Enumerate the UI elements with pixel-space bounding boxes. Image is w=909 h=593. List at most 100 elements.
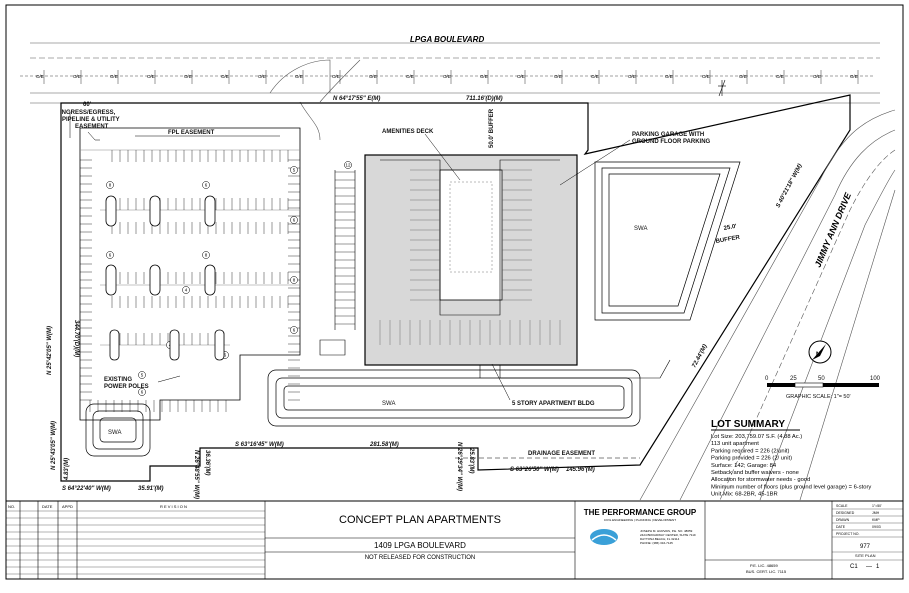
graphic-scale-label: GRAPHIC SCALE: 1"= 50' [786,394,851,400]
firm-detail-4: PHONE: (386) 316-7145 [640,541,673,545]
overhead-label: O/E [36,74,44,79]
overhead-label: O/E [517,74,525,79]
lot-summary-line: Lot Size: 203,759.07 S.F. (4.88 Ac.) [711,434,802,440]
rev-header-appd: APPD [62,504,73,509]
meta-label: DATE [836,525,846,529]
property-boundary [60,94,851,482]
rev-header-no: NO. [8,504,15,509]
overhead-label: O/E [813,74,821,79]
sheet-dash: — [866,564,872,570]
bus-cert: BUS. CERT. LIC. 7115 [746,569,787,574]
lot-summary-line: Allocation for stormwater needs - good [711,477,810,483]
swa-pond-east [594,161,741,321]
bearing-south-mid: S 63°16'45" W(M) [235,442,284,448]
pe-license: P.E. LIC. 48659 [750,563,779,568]
svg-text:N: N [816,352,820,358]
fpl-easement-label: FPL EASEMENT [168,130,215,136]
bearing-mid-vert: N 26°29'34" W(M) [456,442,462,491]
parking-count-marker [344,161,352,169]
lot-summary-line: Minimum number of floors (plus ground le… [711,484,871,490]
apartment-bldg-label: 5 STORY APARTMENT BLDG [512,401,595,407]
north-arrow-icon: N [808,340,832,364]
overhead-label: O/E [369,74,377,79]
graphic-scale [767,382,879,388]
buffer-50-label: 50.0' BUFFER [489,108,495,148]
easement-60-label: 60' [83,102,92,108]
bearing-mid-vert-dist: 25.83'(M) [468,447,474,473]
swa-east-label: SWA [634,226,647,232]
meta-value: KMP [872,518,880,522]
lot-summary-title: LOT SUMMARY [711,419,785,430]
parking-count: 6 [224,353,227,358]
bearing-south-right: S 63°26'50" W(M) [510,467,559,473]
overhead-label: O/E [221,74,229,79]
bearing-south-left-dist: 35.91'(M) [138,486,163,492]
swa-west-label: SWA [108,430,121,436]
meta-label: DESIGNED [836,511,855,515]
bearing-east: S 40°21'18" W(M) [775,163,803,209]
meta-label: SCALE [836,504,848,508]
parking-strip-center [319,170,356,356]
side-road-label: JIMMY ANN DRIVE [813,190,854,268]
lot-summary-line: Setback and buffer waivers - none [711,470,799,476]
parking-islands [105,195,225,361]
garage-stalls [379,169,561,345]
parking-count: 6 [205,183,208,188]
apartment-building [364,154,578,366]
parking-count-marker [290,166,298,174]
lot-summary-line: Unit Mix: 68-2BR, 45-1BR [711,492,778,498]
lot-summary-line: Parking required = 226 (2/unit) [711,448,790,454]
sheet-number: C1 [850,564,858,570]
overhead-label: O/E [443,74,451,79]
easement-line-3: EASEMENT [75,124,109,130]
meta-value: 09/03 [872,525,881,529]
swa-pond-south [267,369,641,427]
parking-count-marker [290,326,298,334]
overhead-label: O/E [480,74,488,79]
revision-rows [6,510,265,575]
project-address: 1409 LPGA BOULEVARD [374,541,466,550]
amenities-leader [424,133,461,181]
buffer-25-line-2: BUFFER [715,235,741,245]
overhead-label: O/E [73,74,81,79]
overhead-label: O/E [554,74,562,79]
overhead-label: O/E [739,74,747,79]
parking-count: 4 [185,288,188,293]
overhead-label: O/E [258,74,266,79]
meta-value: 1"=50' [872,504,882,508]
swa-pond-west [85,403,151,457]
bearing-west-lower: N 25°43'05" W(M) [51,421,57,470]
parking-count: 5 [141,373,144,378]
rev-header-date: DATE [42,504,53,509]
lot-summary-line: Surface: 142; Garage: 84 [711,463,777,469]
poles-leader [157,375,181,383]
parking-count-marker [290,216,298,224]
firm-name: THE PERFORMANCE GROUP [584,508,697,517]
bearing-west-lower-dist: 4.83'(M) [64,458,70,481]
parking-count: 8 [293,278,296,283]
easement-line-1: INGRESS/EGRESS, [60,110,116,116]
garage-label-1: PARKING GARAGE WITH [632,132,704,138]
project-number: 977 [860,544,871,550]
bearing-left-vert-dist: 36.36'(M) [204,450,210,475]
rev-header-revision: R E V I S I O N [160,504,187,509]
bldg-leader [491,363,511,401]
bearing-north-dist: 711.16'(D)(M) [466,96,503,102]
scale-tick-25: 25 [790,376,797,382]
jimmy-ann-drive [639,109,896,501]
scale-tick-100: 100 [870,376,881,382]
garage-label-2: GROUND FLOOR PARKING [632,139,711,145]
parking-count: 6 [109,253,112,258]
meta-label: PROJECT NO. [836,532,859,536]
parking-count-marker [290,276,298,284]
parking-count-marker [202,251,210,259]
swa-south-label: SWA [382,401,395,407]
power-tower-icon [718,79,726,97]
lot-summary-lines: Lot Size: 203,759.07 S.F. (4.88 Ac.)113 … [711,434,871,498]
overhead-label: O/E [332,74,340,79]
parking-count: 8 [205,253,208,258]
lot-summary-line: 113 unit apartment [711,441,759,447]
parking-lot-west [79,127,301,421]
